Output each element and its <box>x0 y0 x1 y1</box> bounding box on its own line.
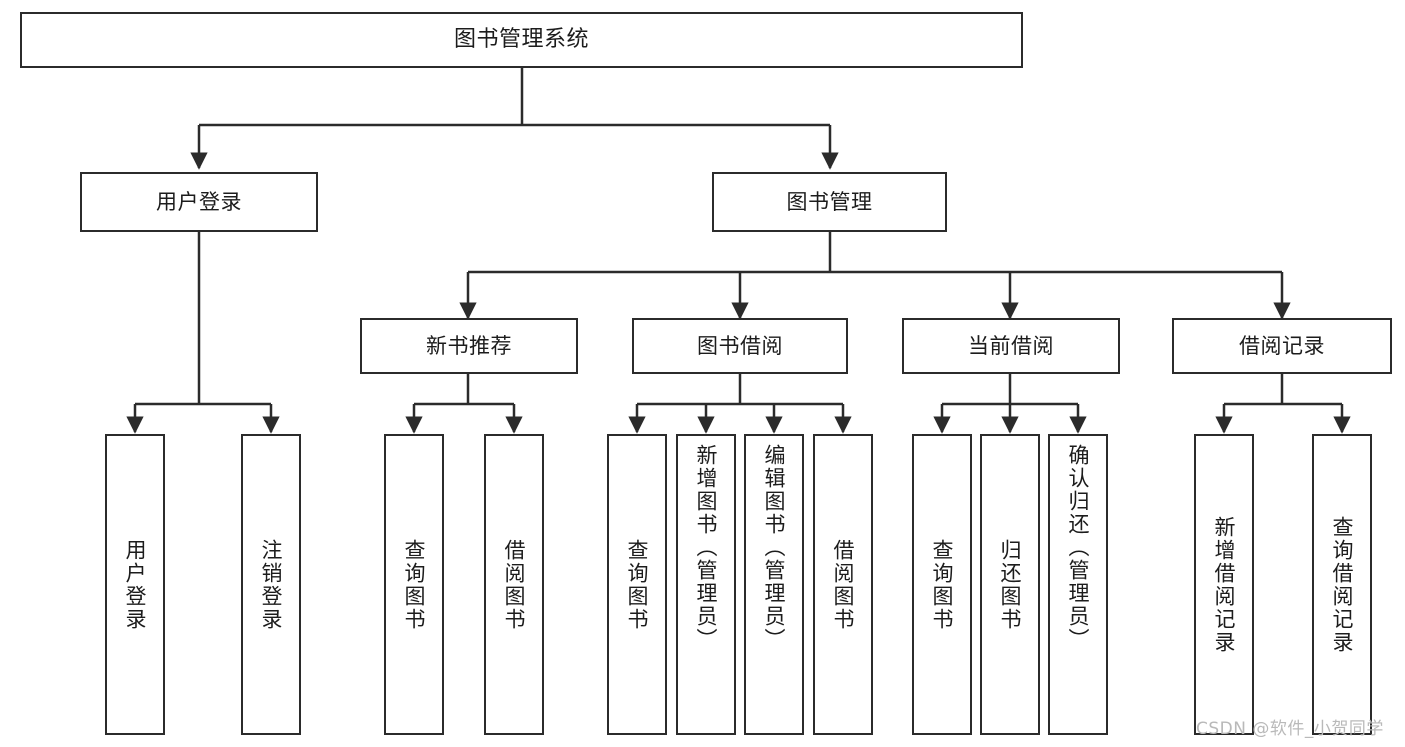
node-label: 查询图书 <box>930 538 955 631</box>
node-label: 新增图书（管理员） <box>694 444 719 651</box>
leaf-return-book[interactable]: 归还图书 <box>980 434 1040 735</box>
node-new-book-recommend[interactable]: 新书推荐 <box>360 318 578 374</box>
node-label: 新增借阅记录 <box>1212 515 1237 654</box>
node-label: 查询图书 <box>402 538 427 631</box>
node-label: 借阅图书 <box>831 538 856 631</box>
node-label: 注销登录 <box>259 538 284 631</box>
leaf-query-book-borrow[interactable]: 查询图书 <box>607 434 667 735</box>
leaf-user-login[interactable]: 用户登录 <box>105 434 165 735</box>
node-label: 图书管理系统 <box>453 27 589 53</box>
node-label: 借阅图书 <box>502 538 527 631</box>
node-user-login[interactable]: 用户登录 <box>80 172 318 232</box>
node-current-borrow[interactable]: 当前借阅 <box>902 318 1120 374</box>
node-book-borrow[interactable]: 图书借阅 <box>632 318 848 374</box>
node-label: 查询图书 <box>625 538 650 631</box>
node-label: 用户登录 <box>156 189 242 214</box>
leaf-add-book[interactable]: 新增图书（管理员） <box>676 434 736 735</box>
node-root-system[interactable]: 图书管理系统 <box>20 12 1023 68</box>
leaf-borrow-book-recommend[interactable]: 借阅图书 <box>484 434 544 735</box>
node-label: 图书借阅 <box>697 333 783 358</box>
leaf-add-borrow-record[interactable]: 新增借阅记录 <box>1194 434 1254 735</box>
node-label: 编辑图书（管理员） <box>762 444 787 651</box>
node-label: 确认归还（管理员） <box>1066 444 1091 651</box>
node-label: 用户登录 <box>123 538 148 631</box>
node-label: 图书管理 <box>786 189 873 214</box>
node-book-manage[interactable]: 图书管理 <box>712 172 947 232</box>
csdn-watermark: CSDN @软件_小贺同学 <box>1196 719 1384 739</box>
node-borrow-record[interactable]: 借阅记录 <box>1172 318 1392 374</box>
node-label: 借阅记录 <box>1239 333 1325 358</box>
leaf-query-borrow-record[interactable]: 查询借阅记录 <box>1312 434 1372 735</box>
node-label: 新书推荐 <box>426 333 512 358</box>
leaf-logout-login[interactable]: 注销登录 <box>241 434 301 735</box>
leaf-borrow-book[interactable]: 借阅图书 <box>813 434 873 735</box>
leaf-query-book-recommend[interactable]: 查询图书 <box>384 434 444 735</box>
leaf-query-book-current[interactable]: 查询图书 <box>912 434 972 735</box>
leaf-edit-book[interactable]: 编辑图书（管理员） <box>744 434 804 735</box>
node-label: 归还图书 <box>998 538 1023 631</box>
node-label: 查询借阅记录 <box>1330 515 1355 654</box>
node-label: 当前借阅 <box>968 333 1054 358</box>
leaf-confirm-return[interactable]: 确认归还（管理员） <box>1048 434 1108 735</box>
